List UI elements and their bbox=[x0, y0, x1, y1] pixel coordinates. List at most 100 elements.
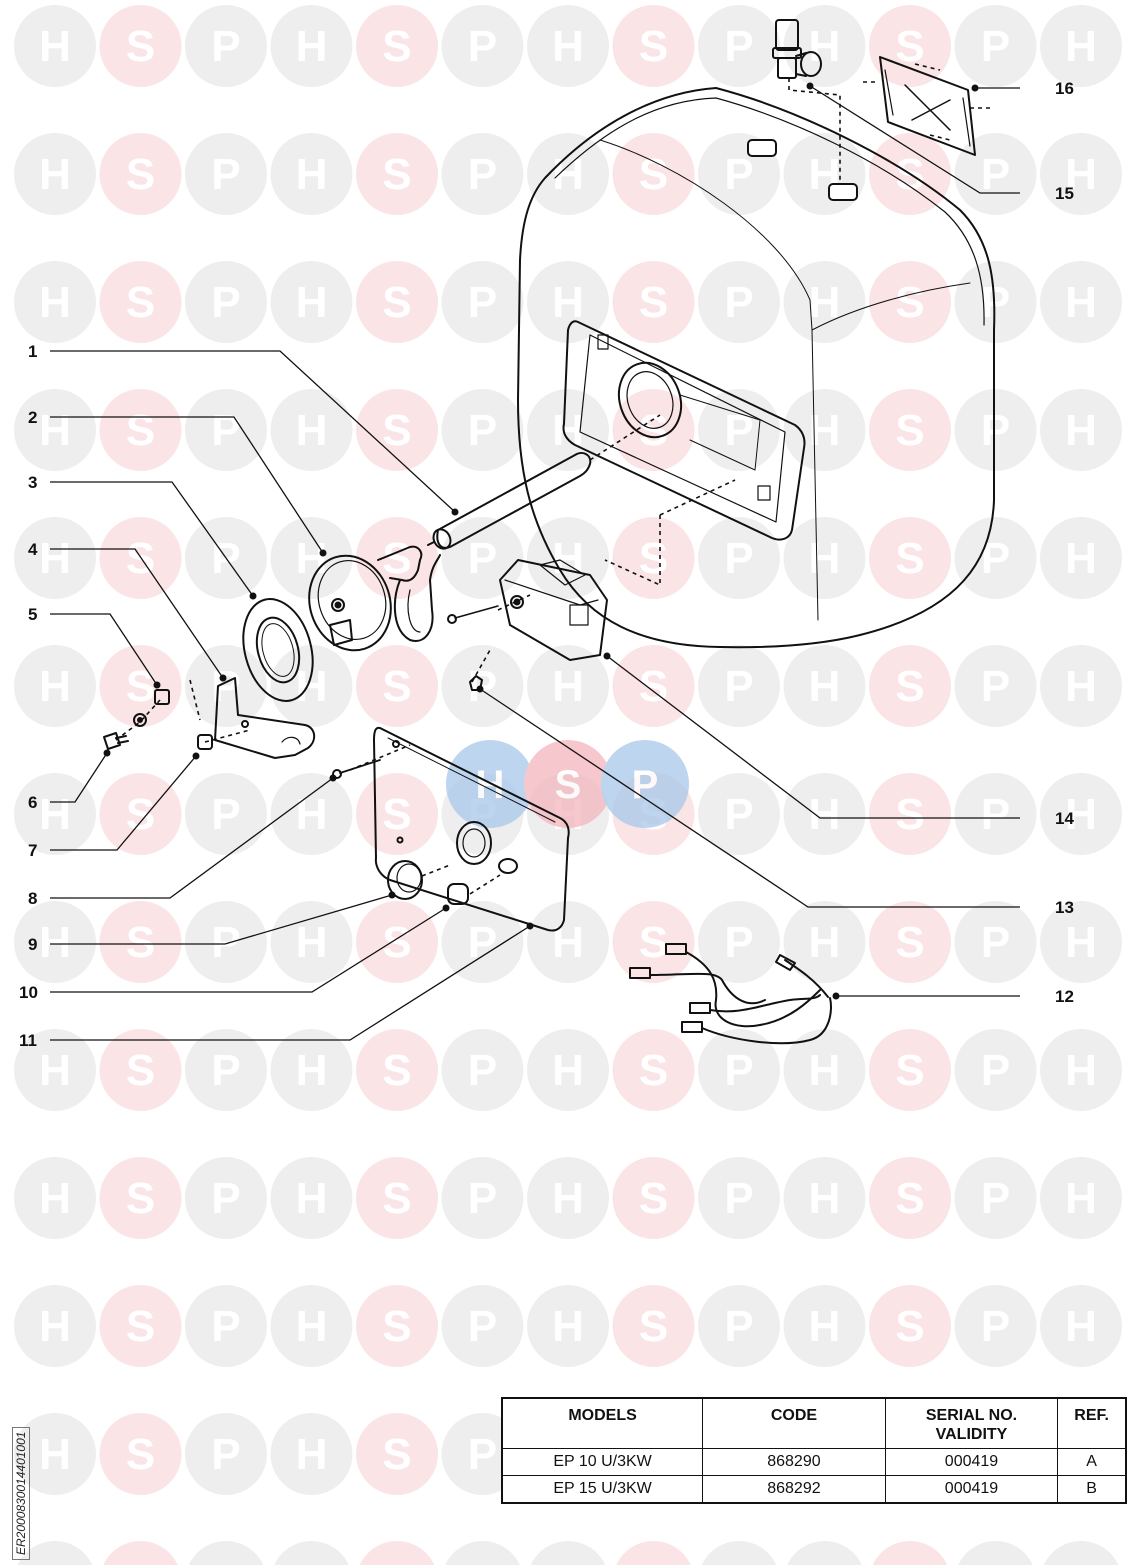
watermark-circle: P bbox=[441, 389, 524, 471]
svg-text:H: H bbox=[296, 534, 328, 583]
watermark-circle: H bbox=[530, 1541, 606, 1565]
watermark-circle: S bbox=[869, 645, 951, 727]
callout-7: 7 bbox=[28, 841, 38, 860]
watermark-circle: H bbox=[527, 645, 609, 727]
screw bbox=[103, 732, 129, 750]
cell-model: EP 15 U/3KW bbox=[553, 1480, 652, 1497]
callout-10: 10 bbox=[19, 983, 38, 1002]
svg-text:S: S bbox=[639, 22, 668, 71]
watermark-circle: P bbox=[954, 261, 1037, 343]
watermark-circle: S bbox=[99, 133, 182, 215]
watermark-circle: S bbox=[356, 5, 438, 87]
svg-text:H: H bbox=[296, 1302, 328, 1351]
svg-text:H: H bbox=[39, 1174, 71, 1223]
svg-text:S: S bbox=[895, 278, 924, 327]
watermark-circle: H bbox=[14, 389, 96, 471]
watermark-circle: P bbox=[954, 517, 1037, 599]
svg-text:P: P bbox=[211, 1174, 240, 1223]
watermark-circle: P bbox=[954, 773, 1037, 855]
svg-text:H: H bbox=[809, 534, 841, 583]
watermark-circle: H bbox=[270, 389, 353, 471]
watermark-circle: S bbox=[612, 517, 695, 599]
callout-5: 5 bbox=[28, 605, 38, 624]
watermark-circle: S bbox=[99, 1157, 182, 1239]
svg-text:S: S bbox=[382, 662, 411, 711]
svg-text:H: H bbox=[1065, 534, 1097, 583]
svg-text:S: S bbox=[126, 662, 155, 711]
svg-text:P: P bbox=[468, 1302, 497, 1351]
callout-6: 6 bbox=[28, 793, 38, 812]
watermark-circle: S bbox=[356, 517, 438, 599]
clip bbox=[133, 689, 170, 727]
watermark-circle: P bbox=[698, 1029, 780, 1111]
watermark-circle: P bbox=[185, 389, 267, 471]
svg-text:P: P bbox=[211, 790, 240, 839]
svg-text:S: S bbox=[895, 918, 924, 967]
svg-text:P: P bbox=[468, 918, 497, 967]
watermark-circle: H bbox=[527, 5, 609, 87]
watermark-circle: S bbox=[359, 1541, 435, 1565]
svg-text:P: P bbox=[981, 1558, 1010, 1565]
wiring-harness bbox=[629, 943, 832, 1045]
watermark-circle: P bbox=[698, 517, 780, 599]
watermark-circle: H bbox=[527, 901, 609, 983]
cell-ref: A bbox=[1057, 1448, 1126, 1476]
watermark-circle: P bbox=[698, 773, 780, 855]
watermark-circle: S bbox=[99, 1413, 182, 1495]
callout-4: 4 bbox=[28, 540, 38, 559]
watermark-circle: P bbox=[185, 773, 267, 855]
svg-text:S: S bbox=[895, 1046, 924, 1095]
svg-text:H: H bbox=[809, 1046, 841, 1095]
svg-text:H: H bbox=[39, 1430, 71, 1479]
watermark-circle: S bbox=[869, 1029, 951, 1111]
watermark-circle: P bbox=[698, 1285, 780, 1367]
svg-text:P: P bbox=[981, 22, 1010, 71]
svg-text:H: H bbox=[296, 150, 328, 199]
watermark-circle: H bbox=[1040, 261, 1122, 343]
watermark-circle: P bbox=[185, 1029, 267, 1111]
callout-12: 12 bbox=[1055, 987, 1074, 1006]
watermark-circle: S bbox=[99, 389, 182, 471]
svg-text:P: P bbox=[211, 1430, 240, 1479]
callout-13: 13 bbox=[1055, 898, 1074, 917]
svg-text:H: H bbox=[1065, 1046, 1097, 1095]
svg-text:P: P bbox=[468, 1558, 497, 1565]
svg-text:S: S bbox=[895, 406, 924, 455]
svg-text:P: P bbox=[468, 278, 497, 327]
svg-text:P: P bbox=[468, 1174, 497, 1223]
svg-text:P: P bbox=[724, 662, 753, 711]
svg-text:P: P bbox=[724, 1174, 753, 1223]
watermark-circle: P bbox=[954, 645, 1037, 727]
svg-text:H: H bbox=[552, 918, 584, 967]
cover-screw bbox=[332, 759, 381, 779]
header-models: MODELS bbox=[502, 1398, 703, 1449]
svg-text:S: S bbox=[126, 406, 155, 455]
watermark-circle: S bbox=[356, 261, 438, 343]
svg-text:H: H bbox=[39, 278, 71, 327]
watermark-circle: H bbox=[1040, 1029, 1122, 1111]
svg-text:H: H bbox=[296, 406, 328, 455]
watermark-circle: H bbox=[270, 1157, 353, 1239]
svg-text:H: H bbox=[1065, 790, 1097, 839]
watermark-circle: S bbox=[356, 389, 438, 471]
water-heater-tank bbox=[517, 87, 996, 649]
svg-text:P: P bbox=[981, 662, 1010, 711]
svg-text:S: S bbox=[382, 534, 411, 583]
watermark-circle: P bbox=[698, 1157, 780, 1239]
svg-text:P: P bbox=[724, 278, 753, 327]
svg-text:H: H bbox=[809, 1558, 841, 1565]
svg-text:S: S bbox=[382, 1302, 411, 1351]
svg-text:S: S bbox=[382, 22, 411, 71]
callout-11: 11 bbox=[19, 1031, 37, 1050]
callout-16: 16 bbox=[1055, 79, 1074, 98]
watermark-circle: H bbox=[270, 261, 353, 343]
watermark-circle: H bbox=[527, 133, 609, 215]
svg-text:P: P bbox=[981, 278, 1010, 327]
svg-text:P: P bbox=[211, 406, 240, 455]
watermark-circle: H bbox=[14, 645, 96, 727]
watermark-circle: S bbox=[869, 517, 951, 599]
svg-text:S: S bbox=[895, 22, 924, 71]
thermostat-knob bbox=[387, 860, 423, 900]
watermark-circle: H bbox=[270, 901, 353, 983]
watermark-circle: S bbox=[612, 1157, 695, 1239]
